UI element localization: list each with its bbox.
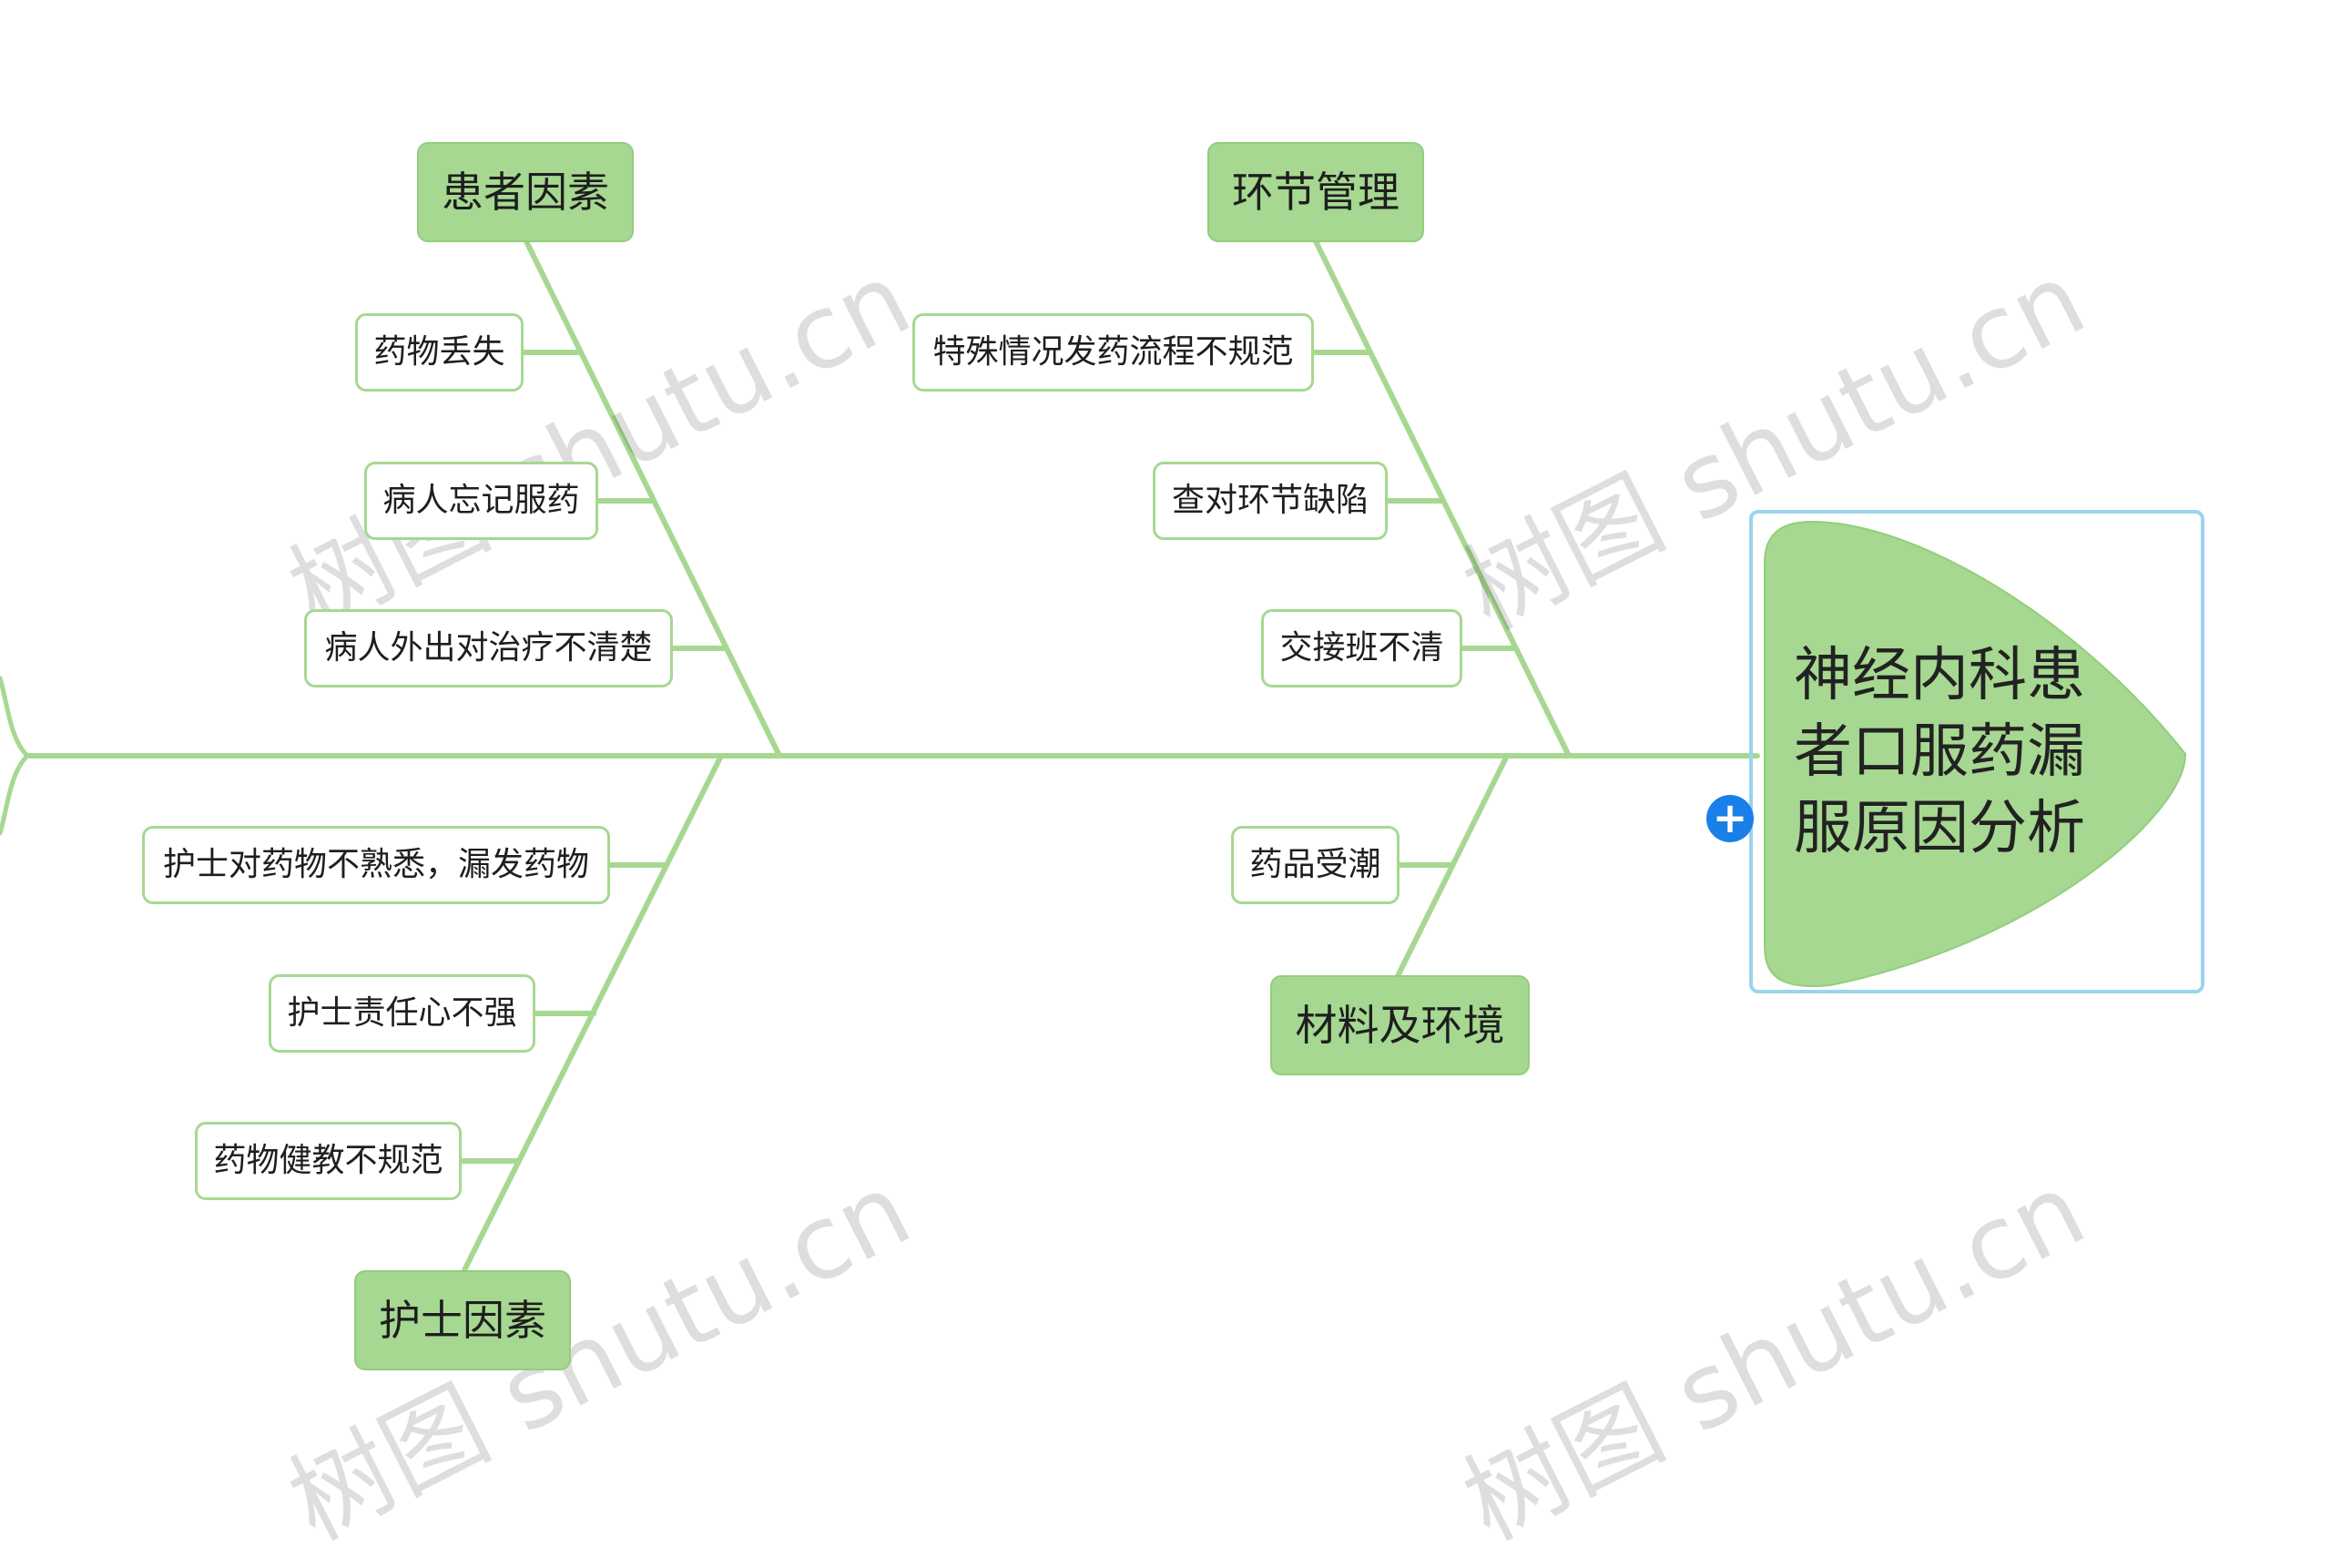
leaf-node[interactable]: 特殊情况发药流程不规范 <box>912 313 1314 392</box>
leaf-node[interactable]: 药品受潮 <box>1231 826 1400 904</box>
leaf-node[interactable]: 病人外出对治疗不清楚 <box>304 609 673 687</box>
root-title-line: 服原因分析 <box>1794 795 2085 862</box>
leaf-node[interactable]: 交接班不清 <box>1261 609 1462 687</box>
leaf-node[interactable]: 护士责任心不强 <box>269 974 535 1053</box>
add-node-button[interactable]: + <box>1706 795 1754 842</box>
root-title[interactable]: 神经内科患 者口服药漏 服原因分析 <box>1794 637 2122 867</box>
connector-lines <box>0 239 1760 1273</box>
branch-node-patient[interactable]: 患者因素 <box>417 142 634 242</box>
tail-shape <box>0 676 30 759</box>
fishbone-diagram: 树图 shutu.cn 树图 shutu.cn 树图 shutu.cn 树图 s… <box>0 142 2204 1563</box>
fish-head-shape[interactable] <box>1757 517 2204 991</box>
leaf-node[interactable]: 药物丢失 <box>355 313 524 392</box>
leaf-node[interactable]: 查对环节缺陷 <box>1153 462 1388 540</box>
root-title-line: 者口服药漏 <box>1794 718 2085 786</box>
branch-node-nurse[interactable]: 护士因素 <box>354 1270 571 1370</box>
branch-node-process[interactable]: 环节管理 <box>1207 142 1424 242</box>
leaf-node[interactable]: 药物健教不规范 <box>195 1122 462 1200</box>
leaf-node[interactable]: 护士对药物不熟悉，漏发药物 <box>142 826 610 904</box>
branch-node-material[interactable]: 材料及环境 <box>1270 975 1530 1075</box>
leaf-node[interactable]: 病人忘记服药 <box>364 462 598 540</box>
root-title-line: 神经内科患 <box>1794 642 2085 709</box>
root-selection-frame <box>1749 510 2204 993</box>
